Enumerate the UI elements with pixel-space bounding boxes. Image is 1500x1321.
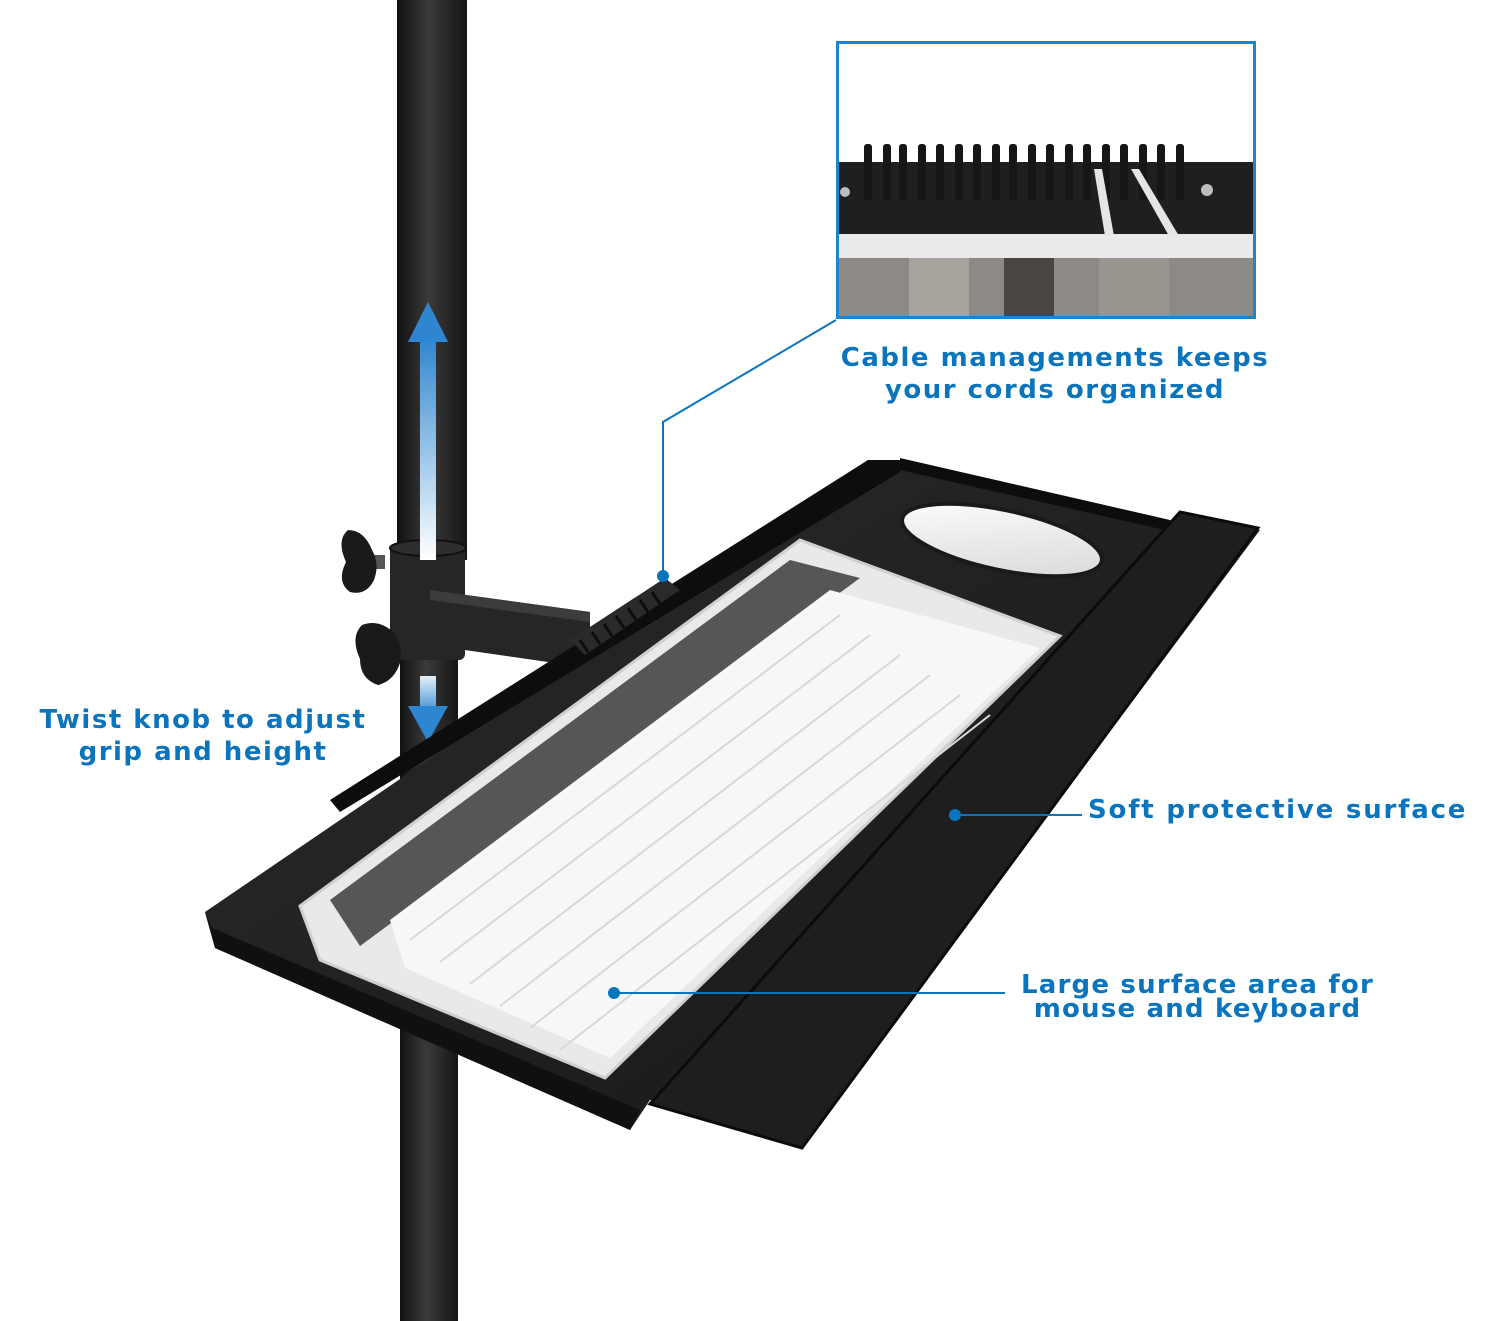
soft-protective-pad — [647, 510, 1261, 1150]
twist-knob-lower — [355, 623, 401, 685]
mouse — [900, 501, 1104, 579]
twist-knob-upper — [341, 530, 385, 593]
callout-line: mouse and keyboard — [1033, 994, 1362, 1024]
height-up-arrow-icon — [408, 302, 448, 560]
callout-dot-icon — [657, 570, 669, 582]
soft-surface-callout: Soft protective surface — [1088, 794, 1483, 826]
cable-management-inset — [836, 41, 1256, 319]
cable-comb — [570, 578, 680, 655]
keyboard — [298, 538, 1063, 1080]
callout-dot-icon — [949, 809, 961, 821]
callout-leaders — [614, 319, 1082, 994]
large-surface-callout: Large surface area for mouse and keyboar… — [1000, 970, 1395, 1024]
cable-comb-closeup — [839, 44, 1253, 316]
twist-knob-callout: Twist knob to adjust grip and height — [18, 704, 388, 768]
callout-line: Large surface area for — [1021, 970, 1374, 1000]
callout-line: Twist knob to adjust — [39, 705, 367, 735]
callout-line: Cable managements keeps — [840, 343, 1270, 373]
height-down-arrow-icon — [408, 676, 448, 742]
callout-line: Soft protective surface — [1088, 795, 1468, 825]
callout-dot-icon — [608, 987, 620, 999]
callout-line: your cords organized — [884, 375, 1226, 405]
callout-line: grip and height — [78, 737, 328, 767]
cable-management-callout: Cable managements keeps your cords organ… — [820, 342, 1290, 406]
